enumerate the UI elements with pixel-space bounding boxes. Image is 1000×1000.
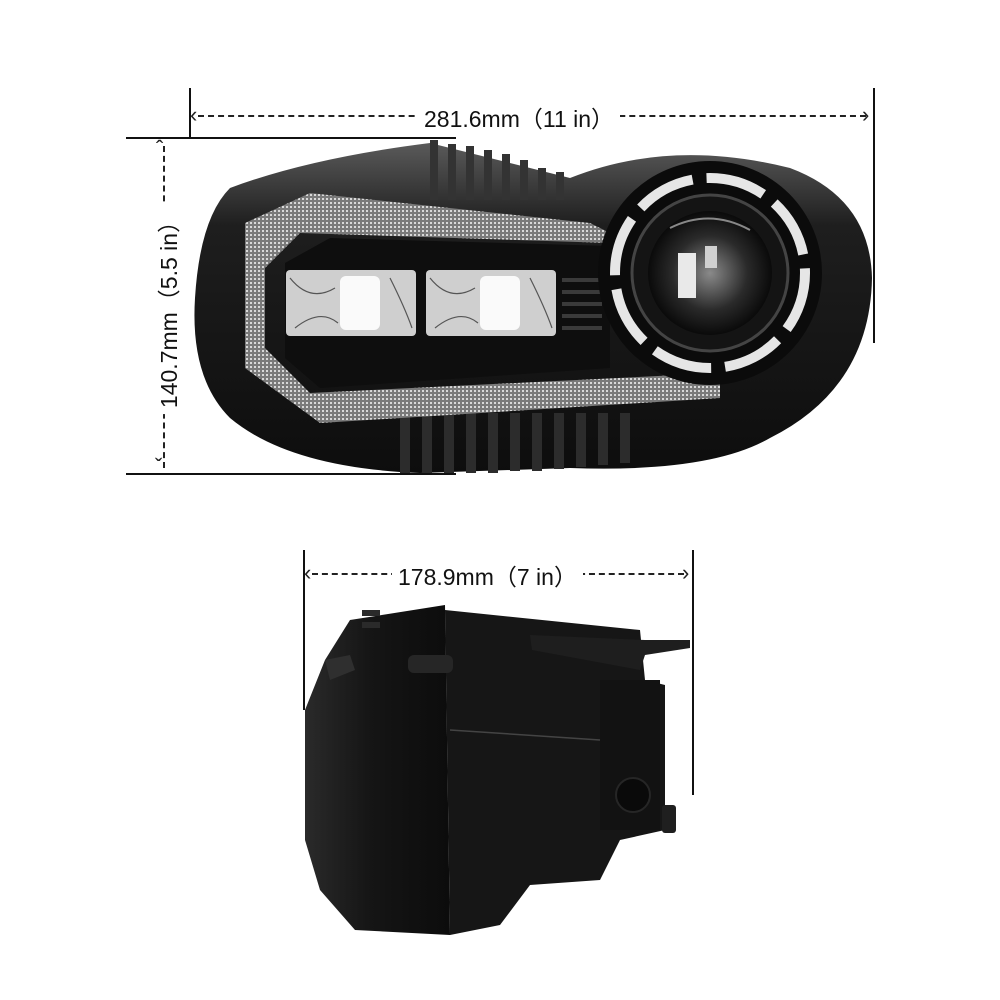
depth-extension-left — [303, 550, 305, 710]
arrow-right-icon: › — [862, 102, 870, 127]
depth-extension-right — [692, 550, 694, 795]
headlight-side-view — [305, 605, 690, 935]
width-extension-left — [189, 88, 191, 138]
bottom-fins — [400, 413, 630, 473]
headlight-front-view — [194, 140, 872, 473]
arrow-down-icon: ˇ — [155, 454, 163, 479]
arrow-right-icon: › — [682, 560, 690, 585]
width-extension-right — [873, 88, 875, 343]
height-extension-bottom — [126, 473, 456, 475]
arrow-left-icon: ‹ — [304, 560, 312, 585]
top-fins — [430, 140, 564, 200]
arrow-up-icon: ˆ — [156, 136, 164, 161]
width-label: 281.6mm（11 in） — [418, 100, 621, 134]
height-extension-top — [126, 137, 456, 139]
height-label: 140.7mm（5.5 in） — [150, 203, 185, 415]
depth-label: 178.9mm（7 in） — [392, 558, 583, 592]
arrow-left-icon: ‹ — [190, 102, 198, 127]
